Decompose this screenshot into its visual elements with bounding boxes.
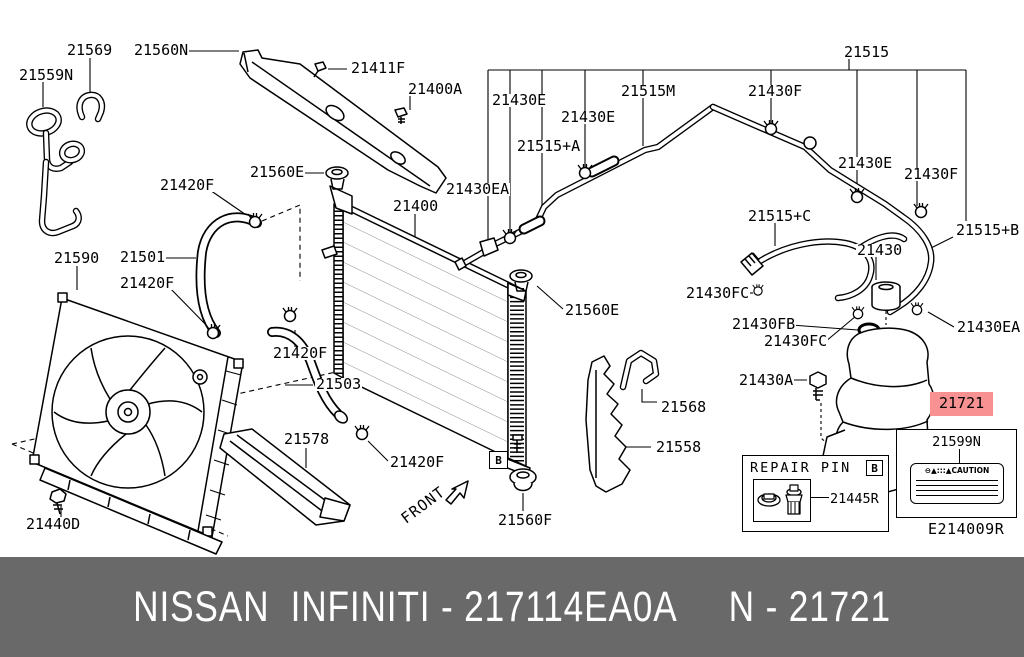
shield-21578-drawing: [219, 428, 351, 526]
part-label-21430F[interactable]: 21430F: [747, 82, 804, 100]
part-label-21411F[interactable]: 21411F: [350, 59, 407, 77]
part-label-21430[interactable]: 21430: [856, 241, 904, 259]
bolt-21400A-drawing: [394, 107, 408, 124]
caution-fineprint-line: [916, 480, 998, 481]
section-marker-b: B: [489, 451, 508, 469]
repair-pin-leader-line: [810, 497, 829, 498]
radiator-drawing: [321, 185, 531, 477]
caution-label-box: 21599N ⊖▲:::▲CAUTION: [896, 429, 1017, 518]
part-label-21430EA[interactable]: 21430EA: [956, 318, 1022, 336]
footer-bar: NISSAN INFINITI - 217114EA0A N - 21721: [0, 557, 1024, 657]
caution-leader-line: [959, 449, 960, 463]
footer-part-text: NISSAN INFINITI - 217114EA0A N - 21721: [133, 582, 891, 631]
caution-fineprint-line: [916, 485, 998, 486]
part-label-21515M[interactable]: 21515M: [620, 82, 677, 100]
part-label-21430A[interactable]: 21430A: [738, 371, 795, 389]
part-label-21569[interactable]: 21569: [66, 41, 114, 59]
part-label-21400A[interactable]: 21400A: [407, 80, 464, 98]
part-label-21440D[interactable]: 21440D: [25, 515, 82, 533]
part-label-21430FC[interactable]: 21430FC: [763, 332, 829, 350]
part-label-21420F[interactable]: 21420F: [272, 344, 329, 362]
caution-part-number: 21599N: [932, 434, 981, 450]
grommet-21560E-upper-right: [509, 269, 533, 292]
caution-header-text: ⊖▲:::▲CAUTION: [924, 466, 990, 475]
repair-pin-title: REPAIR PIN: [750, 460, 852, 476]
repair-pin-part-number: 21445R: [830, 491, 879, 507]
part-label-21400[interactable]: 21400: [392, 197, 440, 215]
diagram-ref-code: E214009R: [928, 520, 1005, 538]
caution-fineprint-line: [916, 495, 998, 496]
bolt-21411F-drawing: [313, 61, 327, 78]
part-label-21560E[interactable]: 21560E: [564, 301, 621, 319]
part-label-21560N[interactable]: 21560N: [133, 41, 190, 59]
part-label-21578[interactable]: 21578: [283, 430, 331, 448]
part-label-21560F[interactable]: 21560F: [497, 511, 554, 529]
repair-pin-box: REPAIR PIN B 21445R: [742, 455, 889, 532]
screw-21440D-drawing: [49, 488, 67, 515]
part-label-21515[interactable]: 21515: [843, 43, 891, 61]
repair-pin-icons: [757, 484, 803, 515]
part-label-21430FC[interactable]: 21430FC: [685, 284, 751, 302]
caution-sticker: ⊖▲:::▲CAUTION: [910, 463, 1004, 504]
part-label-21430EA[interactable]: 21430EA: [445, 180, 511, 198]
part-label-21559N[interactable]: 21559N: [18, 66, 75, 84]
part-label-21420F[interactable]: 21420F: [119, 274, 176, 292]
front-arrow-icon: [445, 480, 469, 505]
repair-pin-marker-b: B: [866, 460, 883, 476]
part-label-21420F[interactable]: 21420F: [159, 176, 216, 194]
part-label-21558[interactable]: 21558: [655, 438, 703, 456]
part-label-21430FB[interactable]: 21430FB: [731, 315, 797, 333]
part-label-21430E[interactable]: 21430E: [560, 108, 617, 126]
part-label-21430E[interactable]: 21430E: [491, 91, 548, 109]
baffle-21568-drawing: [619, 349, 660, 391]
grommet-21560F-lower: [509, 468, 537, 492]
bracket-21560N-drawing: [239, 49, 447, 194]
part-label-21590[interactable]: 21590: [53, 249, 101, 267]
part-label-21420F[interactable]: 21420F: [389, 453, 446, 471]
baffle-21558-drawing: [585, 355, 631, 493]
part-label-21560E[interactable]: 21560E: [249, 163, 306, 181]
hose-21503-drawing: [267, 326, 349, 424]
part-label-21568[interactable]: 21568: [660, 398, 708, 416]
part-label-21430E[interactable]: 21430E: [837, 154, 894, 172]
part-label-21503[interactable]: 21503: [315, 375, 363, 393]
fan-shroud-drawing: [29, 292, 244, 555]
caution-fineprint-line: [916, 490, 998, 491]
part-label-21515+C[interactable]: 21515+C: [747, 207, 813, 225]
part-label-21501[interactable]: 21501: [119, 248, 167, 266]
bolt-21430A-drawing: [809, 371, 827, 401]
part-label-21430F[interactable]: 21430F: [903, 165, 960, 183]
part-label-21515+A[interactable]: 21515+A: [516, 137, 582, 155]
part-label-21721-highlighted[interactable]: 21721: [930, 392, 994, 416]
clip-21569-drawing: [76, 91, 106, 123]
part-label-21515+B[interactable]: 21515+B: [955, 221, 1021, 239]
repair-pin-parts-frame: [753, 479, 811, 522]
hose-21501-drawing: [195, 212, 262, 338]
coolant-hose-drawing: [454, 103, 935, 316]
grommet-21560E-upper-left: [325, 166, 349, 190]
bracket-21559N-drawing: [26, 107, 86, 237]
